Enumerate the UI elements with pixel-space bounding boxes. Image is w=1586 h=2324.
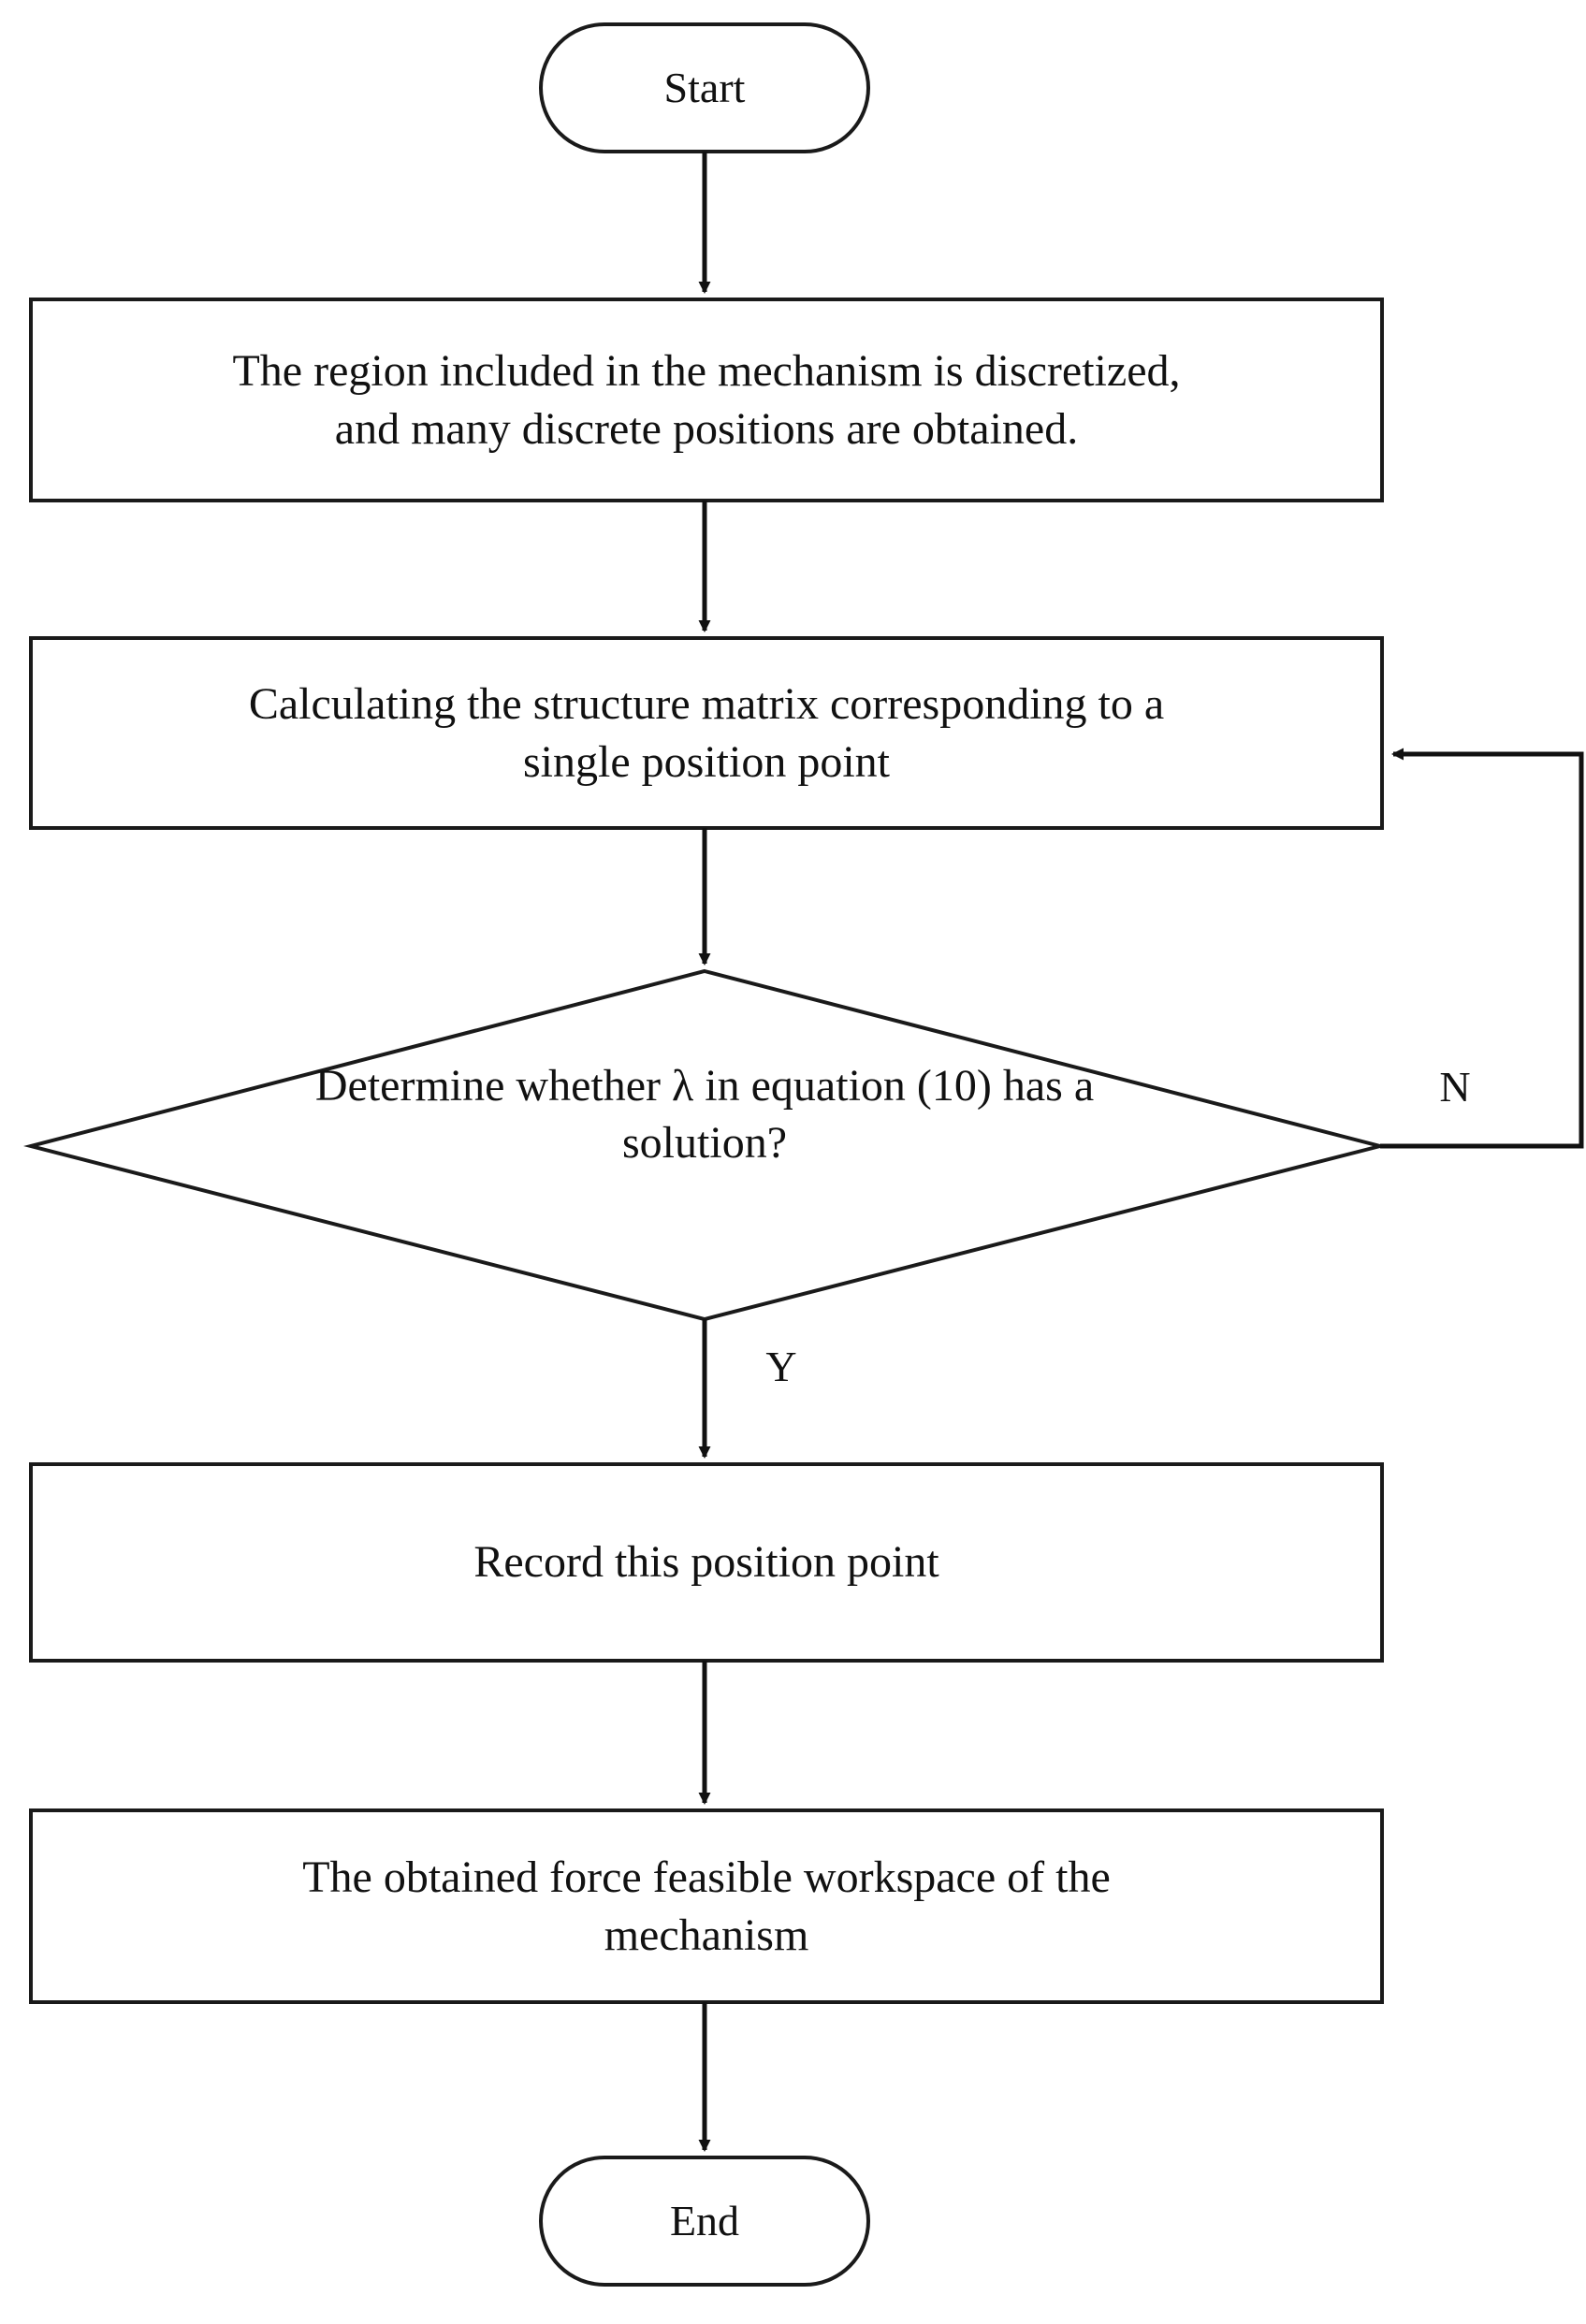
end-terminator-shape[interactable] xyxy=(539,2156,870,2287)
decision-diamond-shape[interactable] xyxy=(23,968,1381,1322)
discretize-process-shape[interactable] xyxy=(29,298,1384,502)
edge-label-yes: Y xyxy=(765,1343,797,1390)
edge-label-no: N xyxy=(1439,1063,1471,1111)
calculate-process-shape[interactable] xyxy=(29,636,1384,830)
connector-decision-no-feedback xyxy=(1380,748,1584,1149)
workspace-process-shape[interactable] xyxy=(29,1808,1384,2004)
record-process-shape[interactable] xyxy=(29,1462,1384,1663)
start-terminator-shape[interactable] xyxy=(539,22,870,153)
